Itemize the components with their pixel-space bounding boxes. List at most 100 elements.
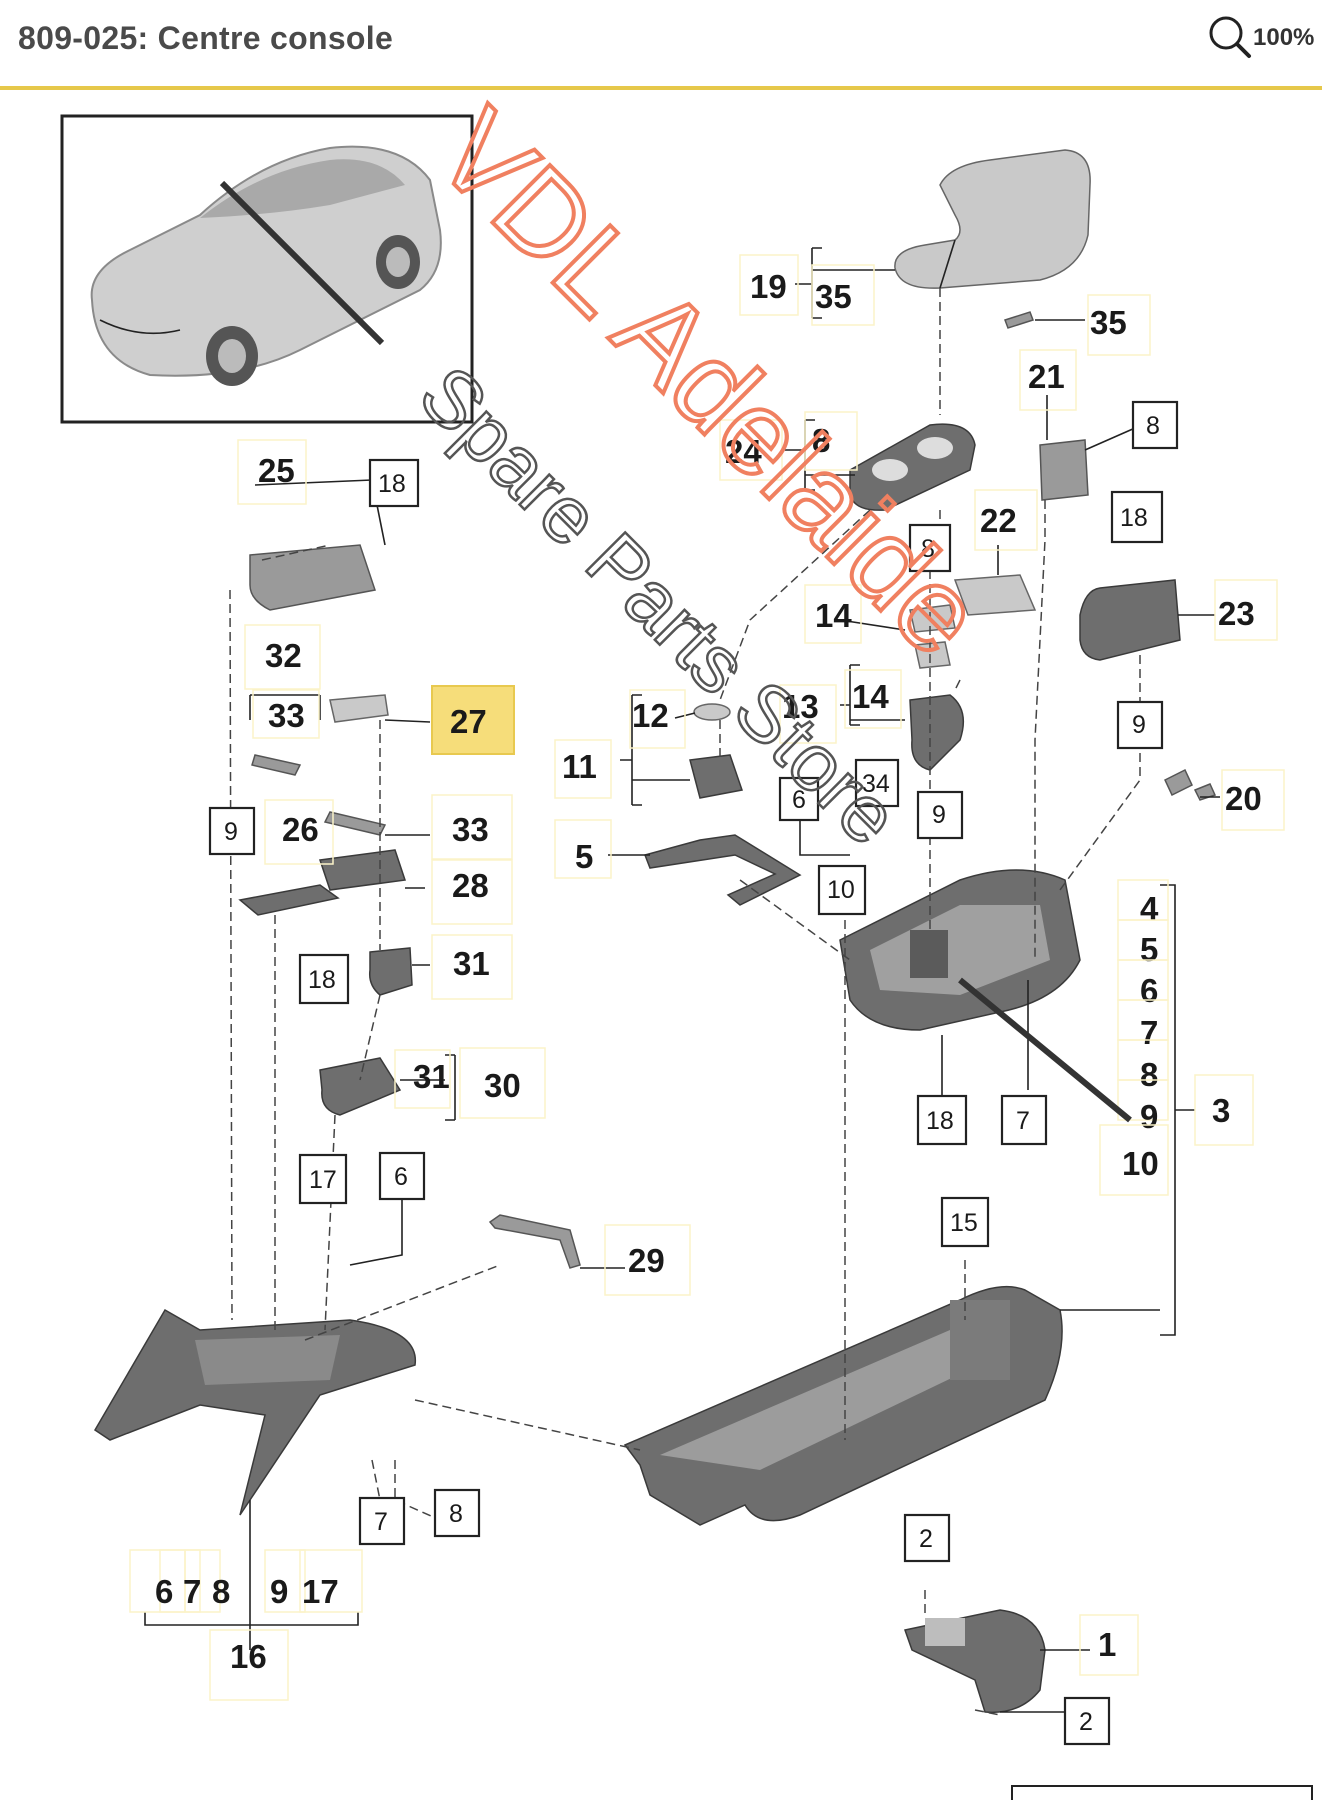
callout-box-15: 15 — [950, 1209, 978, 1237]
part-main-console-15[interactable] — [623, 1285, 1063, 1526]
part-holder-13[interactable] — [909, 694, 965, 771]
callout-box-9-vent: 9 — [1132, 711, 1146, 739]
callout-16: 16 — [230, 1638, 267, 1675]
part-module-30[interactable] — [319, 1057, 402, 1116]
part-trim-33-lower[interactable] — [323, 811, 387, 836]
callout-16-item-7: 7 — [183, 1573, 201, 1610]
callout-box-8-center: 8 — [921, 535, 935, 563]
callout-31a: 31 — [453, 945, 490, 982]
callout-19: 19 — [750, 268, 787, 305]
part-panel-26[interactable] — [238, 884, 340, 916]
callout-30: 30 — [484, 1067, 521, 1104]
part-trim-29[interactable] — [488, 1214, 581, 1269]
part-switch-31[interactable] — [368, 947, 413, 996]
callout-3-item-10: 10 — [1122, 1145, 1159, 1182]
callout-23: 23 — [1218, 595, 1255, 632]
callout-box-6-left: 6 — [394, 1163, 408, 1191]
callout-22: 22 — [980, 502, 1017, 539]
zoom-level: 100% — [1253, 24, 1315, 51]
part-trim-33-left[interactable] — [251, 754, 302, 776]
callout-5-trim: 5 — [575, 838, 593, 875]
page-title: 809-025: Centre console — [18, 20, 394, 56]
callout-13: 13 — [782, 688, 819, 725]
callout-28: 28 — [452, 867, 489, 904]
part-clip-20[interactable] — [1164, 768, 1217, 801]
callout-33b: 33 — [452, 811, 489, 848]
magnifier-icon — [1209, 16, 1251, 58]
callout-box-2-upper: 2 — [919, 1525, 933, 1553]
callout-8-cupholder: 8 — [812, 422, 830, 459]
callout-24: 24 — [725, 433, 762, 470]
part-bracket-1[interactable] — [904, 1609, 1046, 1714]
part-console-frame-3[interactable] — [839, 869, 1081, 1031]
watermark-slash-top — [219, 180, 385, 346]
callout-33a: 33 — [268, 697, 305, 734]
callout-box-17: 17 — [309, 1166, 337, 1194]
callout-27: 27 — [450, 703, 487, 740]
callout-1: 1 — [1098, 1626, 1116, 1663]
callout-3-item-6: 6 — [1140, 972, 1158, 1009]
callout-16-item-9: 9 — [270, 1573, 288, 1610]
vehicle-thumbnail — [60, 114, 474, 424]
assembly-lines — [229, 288, 1141, 1716]
part-bracket-21[interactable] — [1039, 439, 1089, 501]
callout-16-item-8: 8 — [212, 1573, 230, 1610]
part-cap-12[interactable] — [693, 703, 731, 721]
callout-31b: 31 — [413, 1058, 450, 1095]
part-armrest[interactable] — [894, 149, 1091, 289]
callout-box-9-center: 9 — [932, 801, 946, 829]
callout-labels: 19 35 35 21 24 8 22 23 14 14 13 12 11 20… — [129, 254, 1285, 1746]
exploded-parts-diagram[interactable]: 19 35 35 21 24 8 22 23 14 14 13 12 11 20… — [0, 90, 1326, 1800]
callout-32: 32 — [265, 637, 302, 674]
callout-21: 21 — [1028, 358, 1065, 395]
part-insert-14b[interactable] — [914, 641, 951, 669]
callout-3-item-8: 8 — [1140, 1056, 1158, 1093]
callout-3: 3 — [1212, 1092, 1230, 1129]
part-cupholder-trim[interactable] — [849, 423, 976, 511]
callout-11: 11 — [562, 748, 597, 785]
boxed-callouts: 8 18 8 9 34 6 9 10 18 7 15 18 9 — [208, 400, 1179, 1746]
callout-35b: 35 — [1090, 304, 1127, 341]
part-housing-11[interactable] — [689, 754, 743, 799]
callout-box-8-rear: 8 — [449, 1500, 463, 1528]
part-trim-33-upper[interactable] — [329, 694, 389, 723]
callout-16-item-17: 17 — [302, 1573, 339, 1610]
callout-14a: 14 — [815, 597, 852, 634]
callout-box-6-center: 6 — [792, 786, 806, 814]
callout-12: 12 — [632, 697, 669, 734]
highlight-27 — [431, 685, 515, 755]
callout-3-item-9: 9 — [1140, 1098, 1158, 1135]
callout-box-18-upper: 18 — [378, 470, 406, 498]
callout-20: 20 — [1225, 780, 1262, 817]
callout-29: 29 — [628, 1242, 665, 1279]
callout-box-7-rear: 7 — [374, 1508, 388, 1536]
next-table-edge — [1011, 1785, 1313, 1800]
callout-box-18-vent: 18 — [1120, 504, 1148, 532]
part-insert-14[interactable] — [909, 604, 956, 633]
part-switch-panel-25[interactable] — [249, 544, 376, 611]
callout-3-item-5: 5 — [1140, 931, 1158, 968]
part-clip-35[interactable] — [1004, 311, 1034, 329]
callout-16-item-6: 6 — [155, 1573, 173, 1610]
leader-lines — [144, 247, 1220, 1713]
part-rear-frame-16[interactable] — [93, 1308, 416, 1516]
part-trim-5[interactable] — [644, 834, 802, 906]
callout-box-34: 34 — [862, 770, 890, 798]
callout-14b: 14 — [852, 678, 889, 715]
part-panel-28[interactable] — [319, 849, 406, 891]
callout-3-item-7: 7 — [1140, 1014, 1158, 1051]
header-bar: 809-025: Centre console 100% — [0, 0, 1322, 90]
callout-box-18-console: 18 — [926, 1107, 954, 1135]
zoom-control[interactable]: 100% — [1205, 12, 1315, 62]
callout-35a: 35 — [815, 278, 852, 315]
callout-box-10: 10 — [827, 876, 855, 904]
callout-box-18-left: 18 — [308, 966, 336, 994]
watermark-slash-bottom — [958, 977, 1132, 1123]
part-plate-22[interactable] — [953, 574, 1037, 616]
callout-25: 25 — [258, 452, 295, 489]
part-vent-23[interactable] — [1079, 579, 1181, 661]
callout-box-2-lower: 2 — [1079, 1708, 1093, 1736]
callout-3-item-4: 4 — [1140, 890, 1159, 927]
callout-26: 26 — [282, 811, 319, 848]
callout-box-8-bracket: 8 — [1146, 412, 1160, 440]
